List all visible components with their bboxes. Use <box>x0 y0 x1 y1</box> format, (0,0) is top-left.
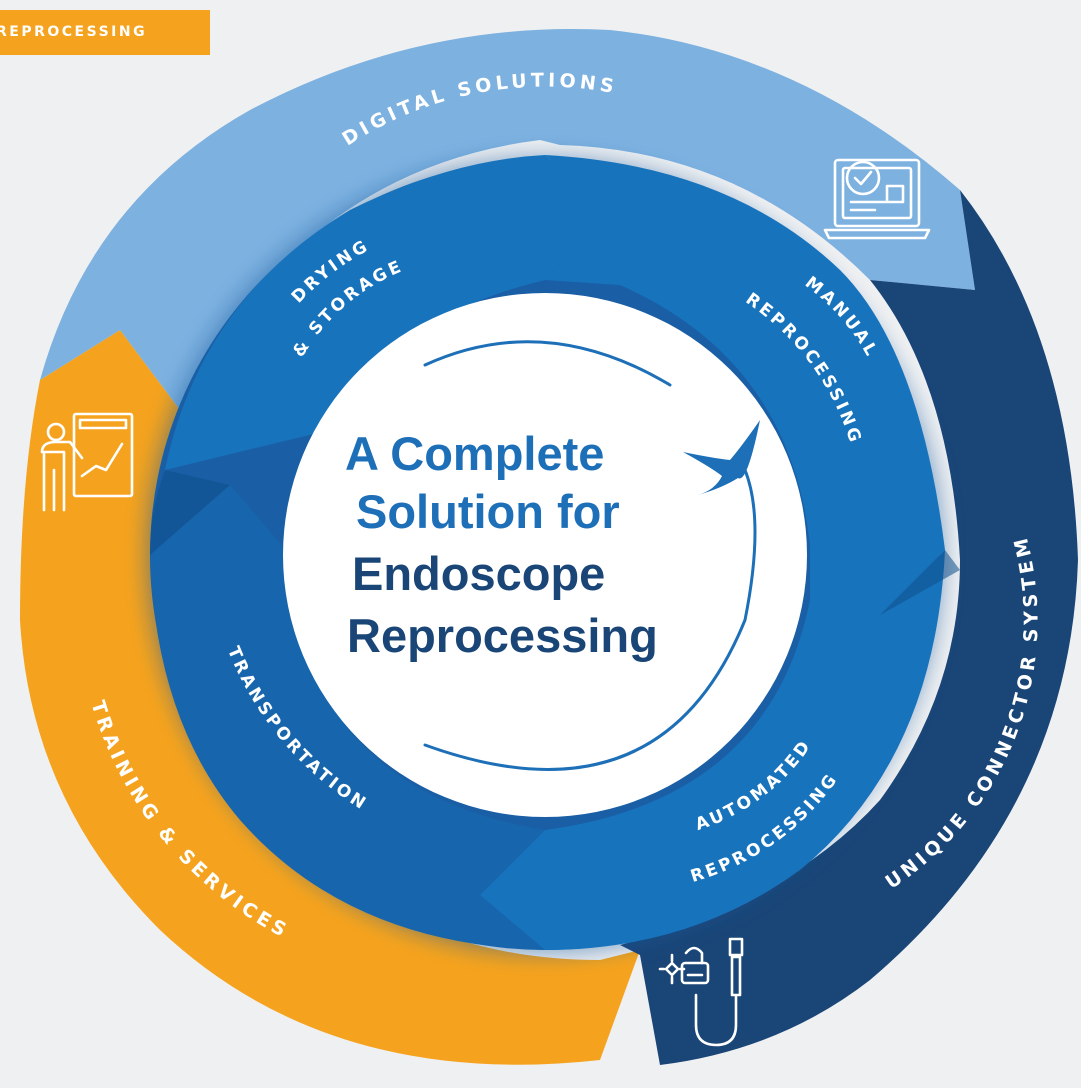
center-line-1: A Complete <box>345 427 604 480</box>
outer-ring-connector-segment <box>620 190 1078 1065</box>
inner-segment-transport <box>150 485 545 950</box>
outer-ring-training-segment <box>20 330 640 1065</box>
four-point-star-icon <box>683 420 760 495</box>
center-line-4: Reprocessing <box>347 609 658 662</box>
connector-cable-icon <box>658 937 744 1047</box>
inner-segment-drying <box>165 155 610 470</box>
presenter-chart-icon <box>40 412 134 512</box>
center-swoosh-bottom <box>423 468 757 771</box>
center-disc <box>283 293 807 817</box>
laptop-checklist-icon <box>823 158 931 240</box>
outer-ring-digital-segment <box>40 29 975 410</box>
inner-segment-automated <box>480 545 945 950</box>
center-title: A Complete Solution for Endoscope Reproc… <box>345 427 658 662</box>
section-tag: REPROCESSING <box>0 10 210 55</box>
inner-segment-manual <box>545 155 945 615</box>
center-swoosh-top <box>423 340 672 387</box>
center-line-3: Endoscope <box>352 547 605 600</box>
outer-ring <box>20 29 1078 1065</box>
center-line-2: Solution for <box>356 485 620 538</box>
